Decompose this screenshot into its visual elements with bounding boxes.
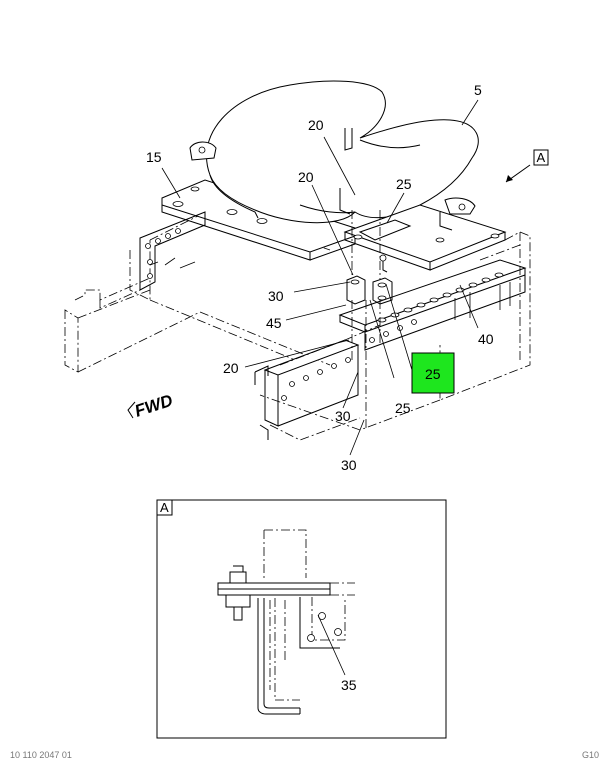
- callout-25-top: 25: [396, 176, 412, 192]
- callout-45: 45: [266, 315, 282, 331]
- forward-direction-symbol: FWD: [127, 391, 175, 421]
- callout-20-top: 20: [308, 117, 324, 133]
- detail-view-a: A 35: [156, 499, 447, 739]
- callout-numbers: 5 15 20 20 25 30 45 20 25 40 25 30 30: [146, 82, 494, 473]
- view-reference-a: A: [505, 149, 549, 183]
- view-ref-label: A: [537, 150, 546, 165]
- callout-20-mid: 20: [298, 169, 314, 185]
- callout-25-highlight: 25: [425, 366, 441, 382]
- left-angle-plate: [139, 179, 356, 291]
- callout-30-b: 30: [335, 408, 351, 424]
- callout-5: 5: [474, 82, 482, 98]
- footer-right-code: G10: [582, 750, 599, 760]
- callout-30-c: 30: [341, 457, 357, 473]
- callout-40: 40: [478, 331, 494, 347]
- detail-view-label: A: [160, 500, 169, 515]
- fifth-wheel-plate: [189, 80, 479, 224]
- footer-left-code: 10 110 2047 01: [10, 750, 72, 760]
- fwd-label: FWD: [132, 391, 175, 421]
- mounting-bracket: [343, 204, 507, 271]
- highlight-callout-box: [411, 352, 455, 394]
- right-lower-angle-plate: [338, 259, 527, 351]
- callout-25-low: 25: [395, 400, 411, 416]
- left-lower-channel: [254, 324, 381, 440]
- center-fasteners: [346, 210, 393, 430]
- callout-20-low: 20: [223, 360, 239, 376]
- leader-lines: [161, 99, 479, 456]
- callout-30-a: 30: [268, 288, 284, 304]
- callout-15: 15: [146, 149, 162, 165]
- callout-35: 35: [341, 677, 357, 693]
